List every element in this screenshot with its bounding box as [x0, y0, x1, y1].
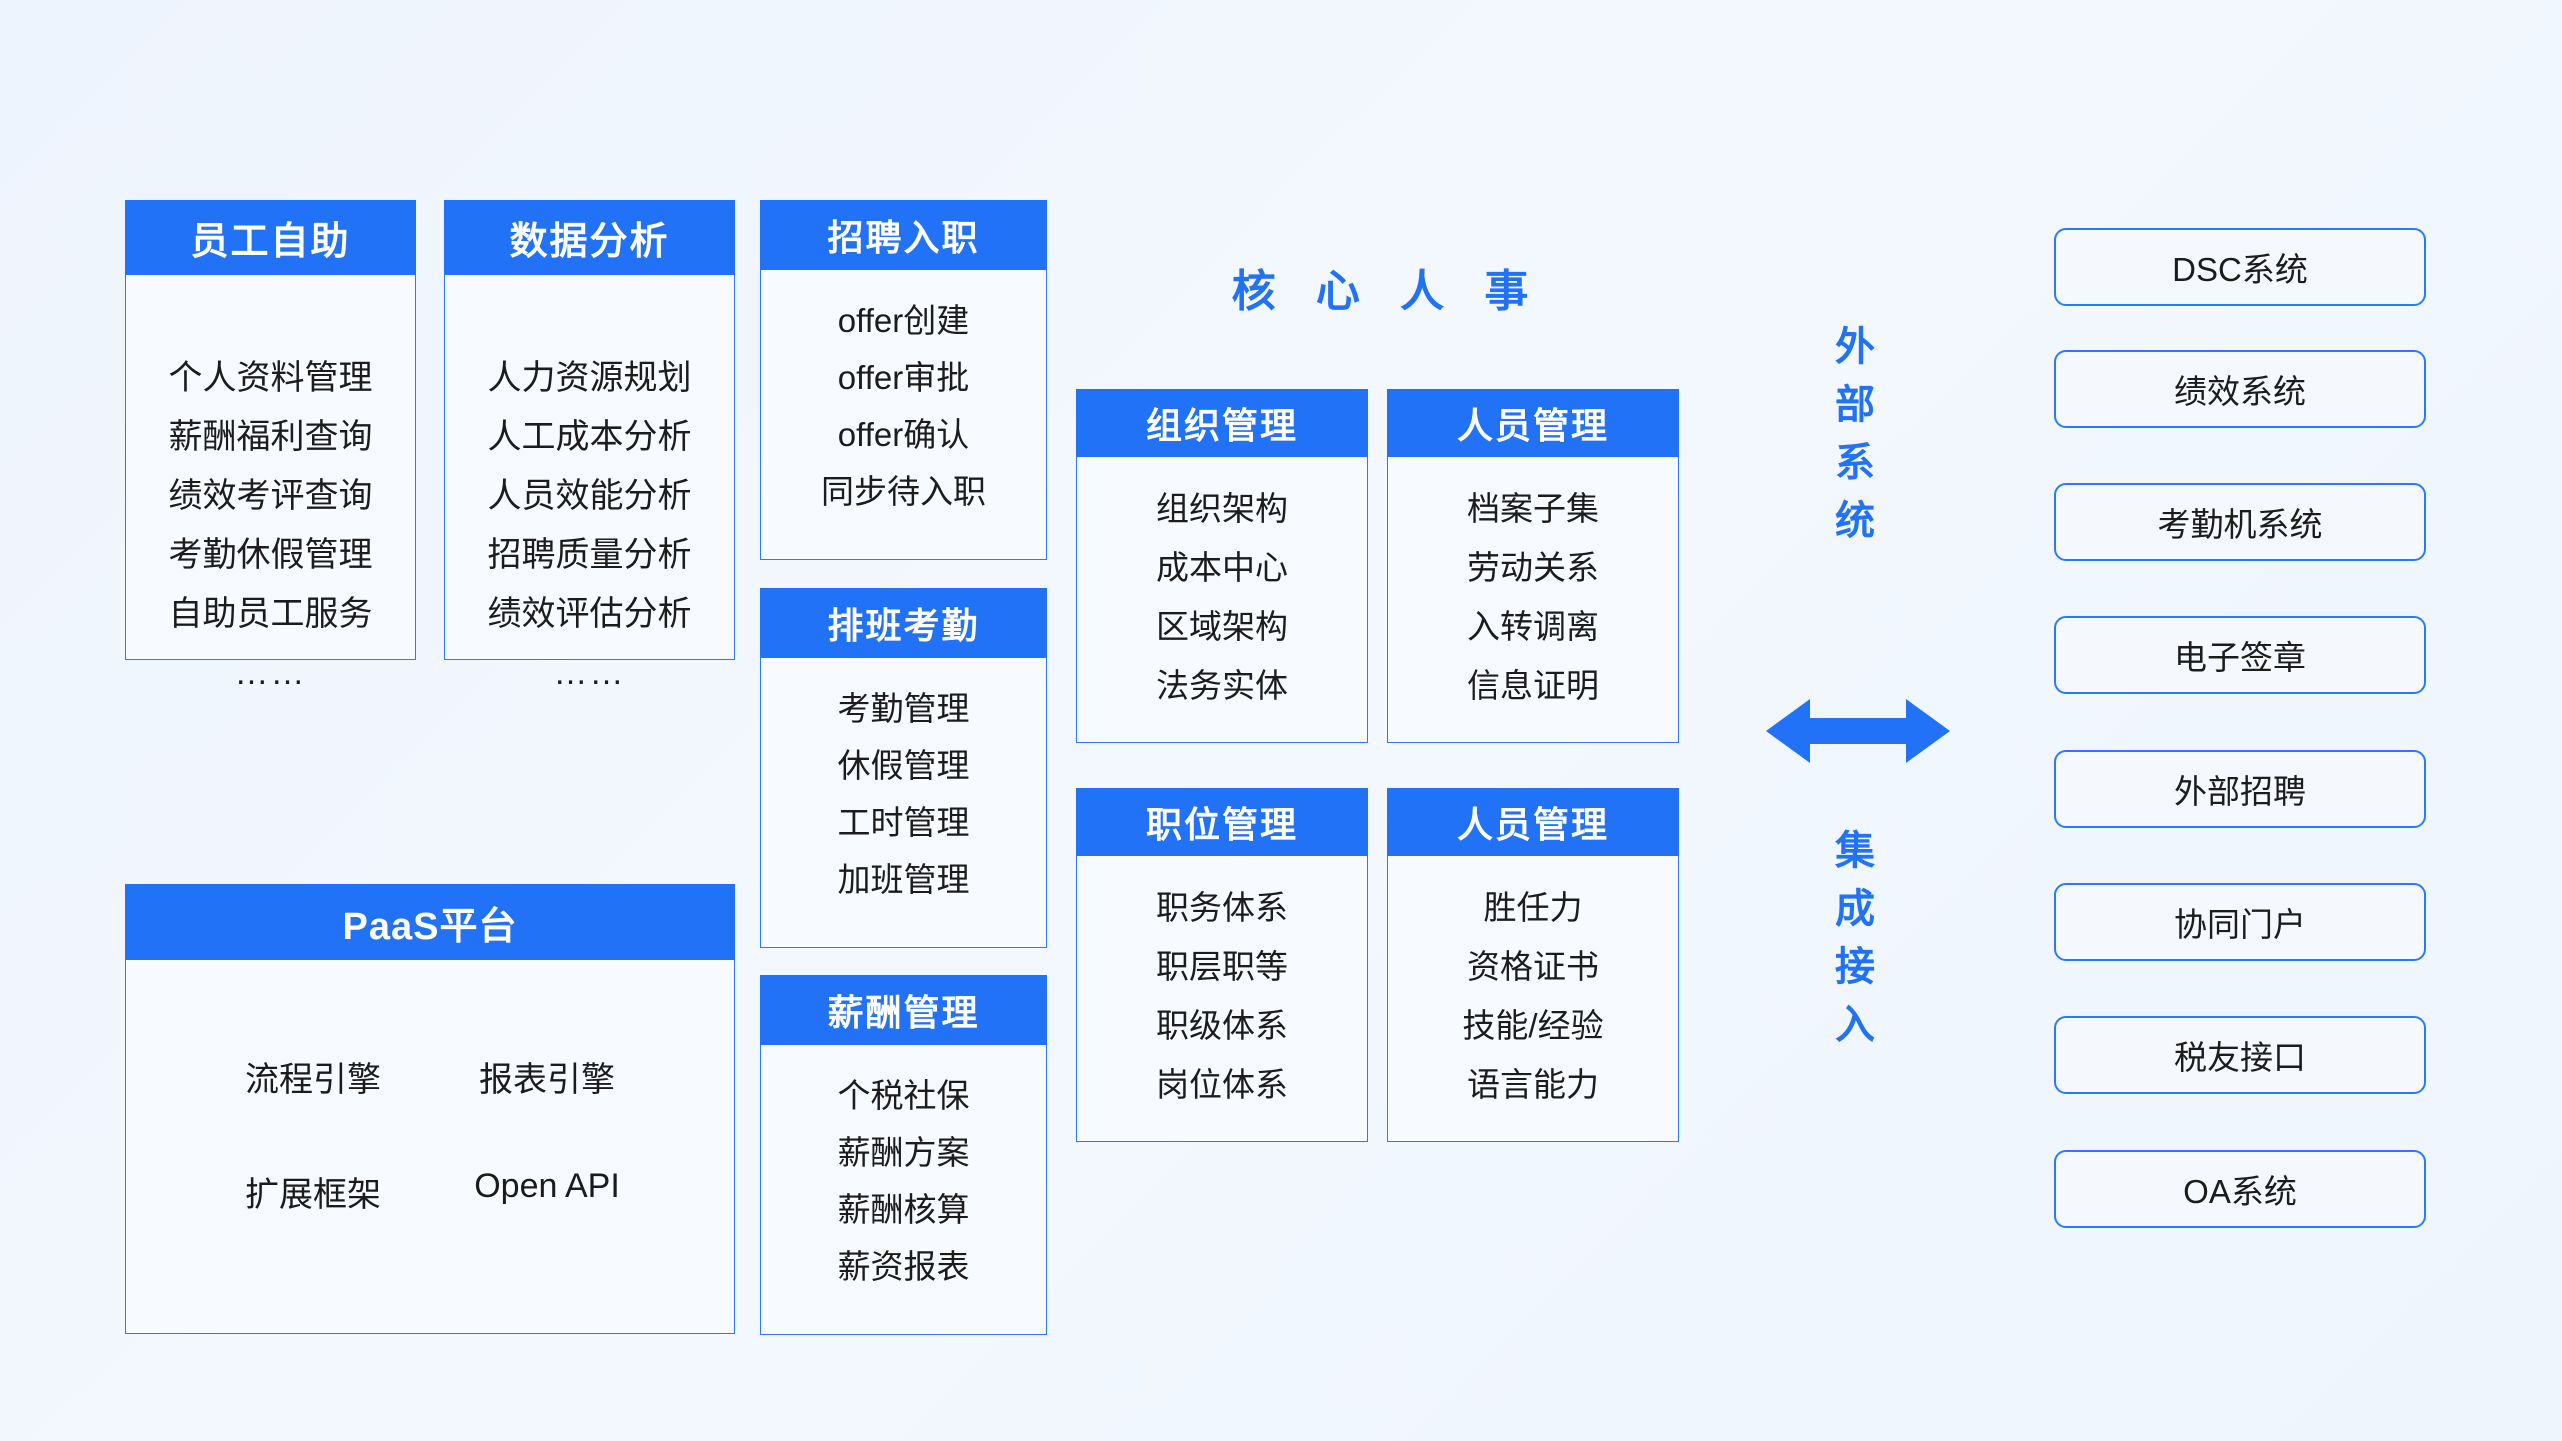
list-item: offer确认 — [837, 416, 970, 453]
card-paas-platform: PaaS平台 流程引擎 报表引擎 扩展框架 Open API — [125, 884, 735, 1334]
card-body-personnel-capability-management: 胜任力 资格证书 技能/经验 语言能力 — [1388, 856, 1678, 1114]
list-item: 自助员工服务 — [168, 595, 373, 633]
card-body-organization-management: 组织架构 成本中心 区域架构 法务实体 — [1077, 457, 1367, 715]
list-item: 职级体系 — [1156, 1007, 1288, 1044]
external-system-box[interactable]: 税友接口 — [2054, 1016, 2426, 1094]
list-item: 个税社保 — [837, 1077, 970, 1114]
list-item: offer审批 — [837, 359, 970, 396]
external-system-box[interactable]: OA系统 — [2054, 1150, 2426, 1228]
list-item: 法务实体 — [1156, 667, 1288, 704]
connector-label-integration-access-char-1: 成 — [1835, 887, 1875, 931]
list-ellipsis: …… — [234, 654, 307, 692]
card-employee-self-service: 员工自助 个人资料管理 薪酬福利查询 绩效考评查询 考勤休假管理 自助员工服务 … — [125, 200, 416, 692]
list-item: 薪酬方案 — [837, 1134, 970, 1171]
connector-label-external-systems-char-0: 外 — [1835, 325, 1875, 369]
list-item: 成本中心 — [1156, 549, 1288, 586]
list-item: 招聘质量分析 — [487, 536, 692, 574]
card-title-recruitment-onboarding: 招聘入职 — [760, 200, 1047, 270]
card-title-data-analysis: 数据分析 — [444, 200, 735, 275]
list-item: 考勤管理 — [837, 690, 970, 727]
external-system-box[interactable]: 考勤机系统 — [2054, 483, 2426, 561]
card-body-paas-platform: 流程引擎 报表引擎 扩展框架 Open API — [126, 960, 734, 1216]
connector-label-integration-access-char-0: 集 — [1835, 829, 1875, 873]
list-item: 组织架构 — [1156, 490, 1288, 527]
connector-label-external-systems-char-3: 统 — [1835, 499, 1875, 543]
card-body-personnel-management: 档案子集 劳动关系 入转调离 信息证明 — [1388, 457, 1678, 715]
card-personnel-management: 人员管理 档案子集 劳动关系 入转调离 信息证明 — [1387, 389, 1679, 743]
card-body-position-management: 职务体系 职层职等 职级体系 岗位体系 — [1077, 856, 1367, 1114]
list-item: 人工成本分析 — [487, 418, 692, 456]
list-item: 人员效能分析 — [487, 477, 692, 515]
card-personnel-capability-management: 人员管理 胜任力 资格证书 技能/经验 语言能力 — [1387, 788, 1679, 1142]
list-item: offer创建 — [837, 302, 970, 339]
list-item: 职务体系 — [1156, 889, 1288, 926]
list-item: 劳动关系 — [1467, 549, 1599, 586]
list-item: 薪酬核算 — [837, 1191, 970, 1228]
list-item: 绩效考评查询 — [168, 477, 373, 515]
card-organization-management: 组织管理 组织架构 成本中心 区域架构 法务实体 — [1076, 389, 1368, 743]
list-item: 报表引擎 — [479, 1061, 615, 1099]
list-item: 绩效评估分析 — [487, 595, 692, 633]
list-item: 薪资报表 — [837, 1248, 970, 1285]
connector-label-integration-access: 集 成 接 入 — [1800, 822, 1910, 1054]
card-body-scheduling-attendance: 考勤管理 休假管理 工时管理 加班管理 — [761, 658, 1046, 930]
external-system-box[interactable]: 协同门户 — [2054, 883, 2426, 961]
list-item: 工时管理 — [837, 804, 970, 841]
card-data-analysis: 数据分析 人力资源规划 人工成本分析 人员效能分析 招聘质量分析 绩效评估分析 … — [444, 200, 735, 692]
card-title-payroll-management: 薪酬管理 — [760, 975, 1047, 1045]
card-title-employee-self-service: 员工自助 — [125, 200, 416, 275]
connector-label-integration-access-char-2: 接 — [1835, 945, 1875, 989]
card-payroll-management: 薪酬管理 个税社保 薪酬方案 薪酬核算 薪资报表 — [760, 975, 1047, 1335]
list-item: Open API — [474, 1167, 620, 1205]
list-item: 扩展框架 — [245, 1176, 381, 1214]
card-recruitment-onboarding: 招聘入职 offer创建 offer审批 offer确认 同步待入职 — [760, 200, 1047, 560]
external-system-box[interactable]: DSC系统 — [2054, 228, 2426, 306]
list-ellipsis: …… — [553, 654, 626, 692]
list-item: 资格证书 — [1467, 948, 1599, 985]
list-item: 区域架构 — [1156, 608, 1288, 645]
core-section-title: 核 心 人 事 — [1231, 267, 1543, 316]
list-item: 加班管理 — [837, 861, 970, 898]
card-body-payroll-management: 个税社保 薪酬方案 薪酬核算 薪资报表 — [761, 1045, 1046, 1317]
list-item: 档案子集 — [1467, 490, 1599, 527]
card-title-position-management: 职位管理 — [1076, 788, 1368, 856]
list-item: 薪酬福利查询 — [168, 418, 373, 456]
card-body-employee-self-service: 个人资料管理 薪酬福利查询 绩效考评查询 考勤休假管理 自助员工服务 …… — [126, 275, 415, 703]
list-item: 胜任力 — [1483, 889, 1583, 926]
double-arrow-horizontal-icon — [1766, 699, 1950, 763]
list-item: 考勤休假管理 — [168, 536, 373, 574]
list-item: 流程引擎 — [245, 1061, 381, 1099]
card-body-data-analysis: 人力资源规划 人工成本分析 人员效能分析 招聘质量分析 绩效评估分析 …… — [445, 275, 734, 703]
card-position-management: 职位管理 职务体系 职层职等 职级体系 岗位体系 — [1076, 788, 1368, 1142]
list-item: 入转调离 — [1467, 608, 1599, 645]
list-item: 岗位体系 — [1156, 1066, 1288, 1103]
list-item: 个人资料管理 — [168, 359, 373, 397]
card-title-personnel-capability-management: 人员管理 — [1387, 788, 1679, 856]
list-item: 职层职等 — [1156, 948, 1288, 985]
list-item: 语言能力 — [1467, 1066, 1599, 1103]
external-system-box[interactable]: 电子签章 — [2054, 616, 2426, 694]
connector-label-external-systems-char-1: 部 — [1835, 383, 1875, 427]
card-title-scheduling-attendance: 排班考勤 — [760, 588, 1047, 658]
list-item: 休假管理 — [837, 747, 970, 784]
card-title-paas-platform: PaaS平台 — [125, 884, 735, 960]
connector-label-external-systems-char-2: 系 — [1835, 441, 1875, 485]
list-item: 信息证明 — [1467, 667, 1599, 704]
card-body-recruitment-onboarding: offer创建 offer审批 offer确认 同步待入职 — [761, 270, 1046, 542]
card-title-organization-management: 组织管理 — [1076, 389, 1368, 457]
connector-label-external-systems: 外 部 系 统 — [1800, 318, 1910, 550]
list-item: 技能/经验 — [1462, 1007, 1604, 1044]
card-title-personnel-management: 人员管理 — [1387, 389, 1679, 457]
list-item: 同步待入职 — [821, 473, 986, 510]
connector-label-integration-access-char-3: 入 — [1835, 1003, 1875, 1047]
list-item: 人力资源规划 — [487, 359, 692, 397]
external-system-box[interactable]: 绩效系统 — [2054, 350, 2426, 428]
card-scheduling-attendance: 排班考勤 考勤管理 休假管理 工时管理 加班管理 — [760, 588, 1047, 948]
external-system-box[interactable]: 外部招聘 — [2054, 750, 2426, 828]
